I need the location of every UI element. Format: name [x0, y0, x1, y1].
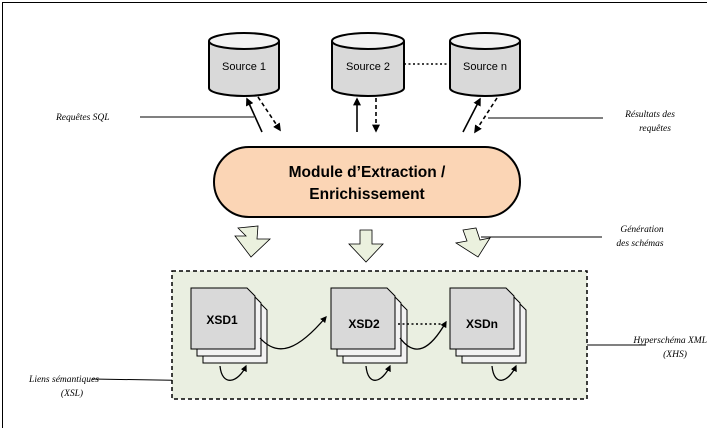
- semantic-link-loop-xsdn: [491, 364, 517, 381]
- semantic-link-loop-xsd2: [365, 364, 391, 381]
- document-page-front: [330, 287, 396, 350]
- database-body: [331, 41, 405, 97]
- semantic-link-xsd1-xsd2: [259, 316, 327, 350]
- module-title-line-1: Module d’Extraction /: [289, 164, 446, 181]
- document-stack-xsd2: XSD2: [330, 287, 408, 364]
- schema-generation-label-line-1: Génération: [620, 225, 664, 235]
- hyperschema-label-line-1: Hyperschéma XML: [632, 336, 707, 346]
- document-page-front: [449, 287, 515, 350]
- source-label: Source 1: [222, 61, 266, 73]
- database-body: [208, 41, 280, 97]
- database-source-1: Source 1: [208, 32, 280, 97]
- generation-arrow-2: [348, 229, 384, 263]
- module-shape: [213, 146, 521, 218]
- query-results-label-line-2: requêtes: [639, 124, 671, 134]
- query-arrow-source-1: [246, 97, 263, 133]
- database-source-n: Source n: [449, 32, 521, 97]
- document-stack-xsdn: XSDn: [449, 287, 527, 364]
- document-label: XSD2: [348, 317, 380, 331]
- generation-arrow-1: [234, 225, 272, 258]
- source-label: Source 2: [346, 61, 390, 73]
- result-arrow-source-1: [257, 96, 281, 132]
- sql-queries-label: Requêtes SQL: [55, 113, 110, 123]
- semantic-link-loop-xsd1: [219, 364, 247, 381]
- query-arrow-source-n: [462, 97, 481, 133]
- database-top: [449, 32, 521, 50]
- query-results-label-line-1: Résultats des: [624, 110, 675, 120]
- semantic-links-label-line-2: (XSL): [61, 388, 83, 399]
- semantic-link-xsd2-xsdn: [399, 320, 447, 350]
- source-label: Source n: [463, 61, 507, 73]
- database-top: [331, 32, 405, 50]
- database-body: [449, 41, 521, 97]
- frame-left-border: [2, 2, 3, 428]
- database-top: [208, 32, 280, 50]
- database-source-2: Source 2: [331, 32, 405, 97]
- document-label: XSDn: [466, 317, 498, 331]
- hyperschema-label-line-2: (XHS): [663, 349, 687, 360]
- document-page-front: [190, 287, 256, 350]
- document-stack-xsd1: XSD1: [190, 287, 268, 364]
- semantic-links-label-line-1: Liens sémantiques: [28, 375, 99, 385]
- schema-generation-label-line-2: des schémas: [616, 239, 664, 249]
- frame-top-border: [2, 2, 707, 3]
- generation-arrow-3: [454, 227, 491, 258]
- extraction-module: Module d’Extraction / Enrichissement: [213, 146, 521, 218]
- document-label: XSD1: [206, 313, 238, 327]
- module-title-line-2: Enrichissement: [309, 186, 424, 203]
